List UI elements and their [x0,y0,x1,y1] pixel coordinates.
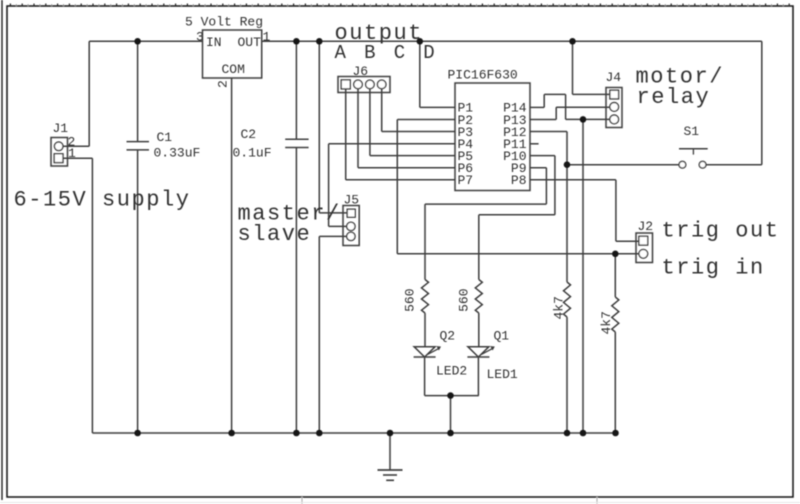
svg-text:3: 3 [196,29,204,44]
svg-text:PIC16F630: PIC16F630 [448,67,518,82]
svg-text:P6: P6 [458,161,474,176]
svg-text:P12: P12 [503,125,526,140]
svg-text:output: output [335,21,424,46]
svg-text:relay: relay [637,85,711,110]
svg-text:0.33uF: 0.33uF [154,145,201,160]
svg-text:IN: IN [206,35,222,50]
svg-text:J6: J6 [353,64,369,79]
svg-text:1: 1 [263,29,271,44]
svg-text:J1: J1 [53,121,69,136]
svg-text:P9: P9 [511,161,527,176]
svg-text:A B C D: A B C D [335,42,439,64]
svg-text:COM: COM [222,62,245,77]
svg-text:LED2: LED2 [436,363,467,378]
svg-text:P8: P8 [511,173,527,188]
svg-text:2: 2 [68,134,76,149]
svg-text:Q1: Q1 [494,329,510,344]
svg-text:P14: P14 [503,101,527,116]
svg-text:0.1uF: 0.1uF [233,145,272,160]
svg-text:trig out: trig out [662,219,780,244]
svg-text:P2: P2 [458,113,474,128]
svg-text:560: 560 [456,288,471,311]
svg-text:6-15V supply: 6-15V supply [14,188,191,213]
svg-text:1: 1 [68,146,76,161]
svg-text:P10: P10 [503,149,526,164]
svg-text:LED1: LED1 [487,367,518,382]
svg-text:5 Volt Reg: 5 Volt Reg [185,15,263,30]
svg-text:P1: P1 [458,101,474,116]
svg-text:P11: P11 [503,137,527,152]
svg-text:J2: J2 [638,219,654,234]
svg-text:motor/: motor/ [636,65,725,90]
svg-text:Q2: Q2 [440,329,456,344]
svg-text:trig in: trig in [662,256,765,281]
svg-text:OUT: OUT [238,35,262,50]
svg-text:P13: P13 [503,113,526,128]
svg-text:S1: S1 [684,124,700,139]
svg-text:560: 560 [403,288,418,311]
svg-text:P4: P4 [458,137,474,152]
svg-text:J5: J5 [344,193,360,208]
svg-text:C1: C1 [157,130,173,145]
svg-text:J4: J4 [606,70,622,85]
svg-text:C2: C2 [241,127,257,142]
svg-text:4k7: 4k7 [552,296,567,319]
svg-text:slave: slave [238,222,312,247]
svg-text:P7: P7 [458,173,474,188]
svg-text:4k7: 4k7 [599,311,614,334]
svg-text:master/: master/ [238,202,341,227]
svg-text:P5: P5 [458,149,474,164]
svg-text:P3: P3 [458,125,474,140]
svg-text:2: 2 [216,80,231,88]
